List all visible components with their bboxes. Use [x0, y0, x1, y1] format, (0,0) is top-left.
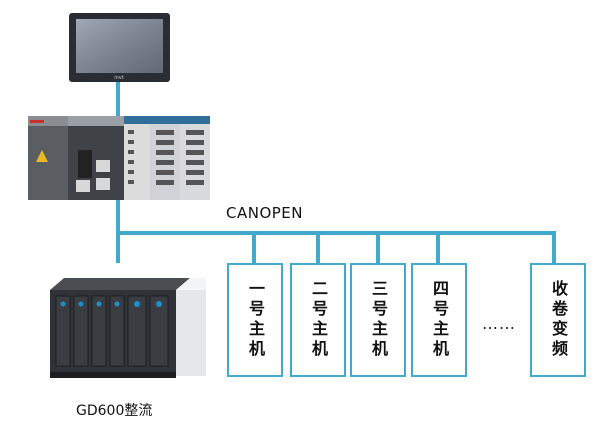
unit-box-1: 一号主机	[227, 263, 283, 377]
hmi-touchscreen: invt	[69, 13, 170, 82]
unit-box-2: 二号主机	[290, 263, 346, 377]
unit-label-4: 四号主机	[430, 280, 449, 360]
rectifier-label: GD600整流	[76, 403, 153, 419]
unit-label-5: 收卷变频	[549, 280, 568, 360]
unit-box-4: 四号主机	[411, 263, 467, 377]
unit-label-2: 二号主机	[309, 280, 328, 360]
hmi-brand-logo: invt	[114, 75, 124, 81]
canopen-bus-label: CANOPEN	[226, 204, 304, 222]
plc-controller	[28, 116, 210, 200]
unit-box-3: 三号主机	[350, 263, 406, 377]
gd600-rectifier	[50, 278, 206, 378]
more-units-ellipsis: ……	[482, 314, 516, 333]
unit-label-1: 一号主机	[246, 280, 265, 360]
unit-box-5: 收卷变频	[530, 263, 586, 377]
unit-label-3: 三号主机	[369, 280, 388, 360]
